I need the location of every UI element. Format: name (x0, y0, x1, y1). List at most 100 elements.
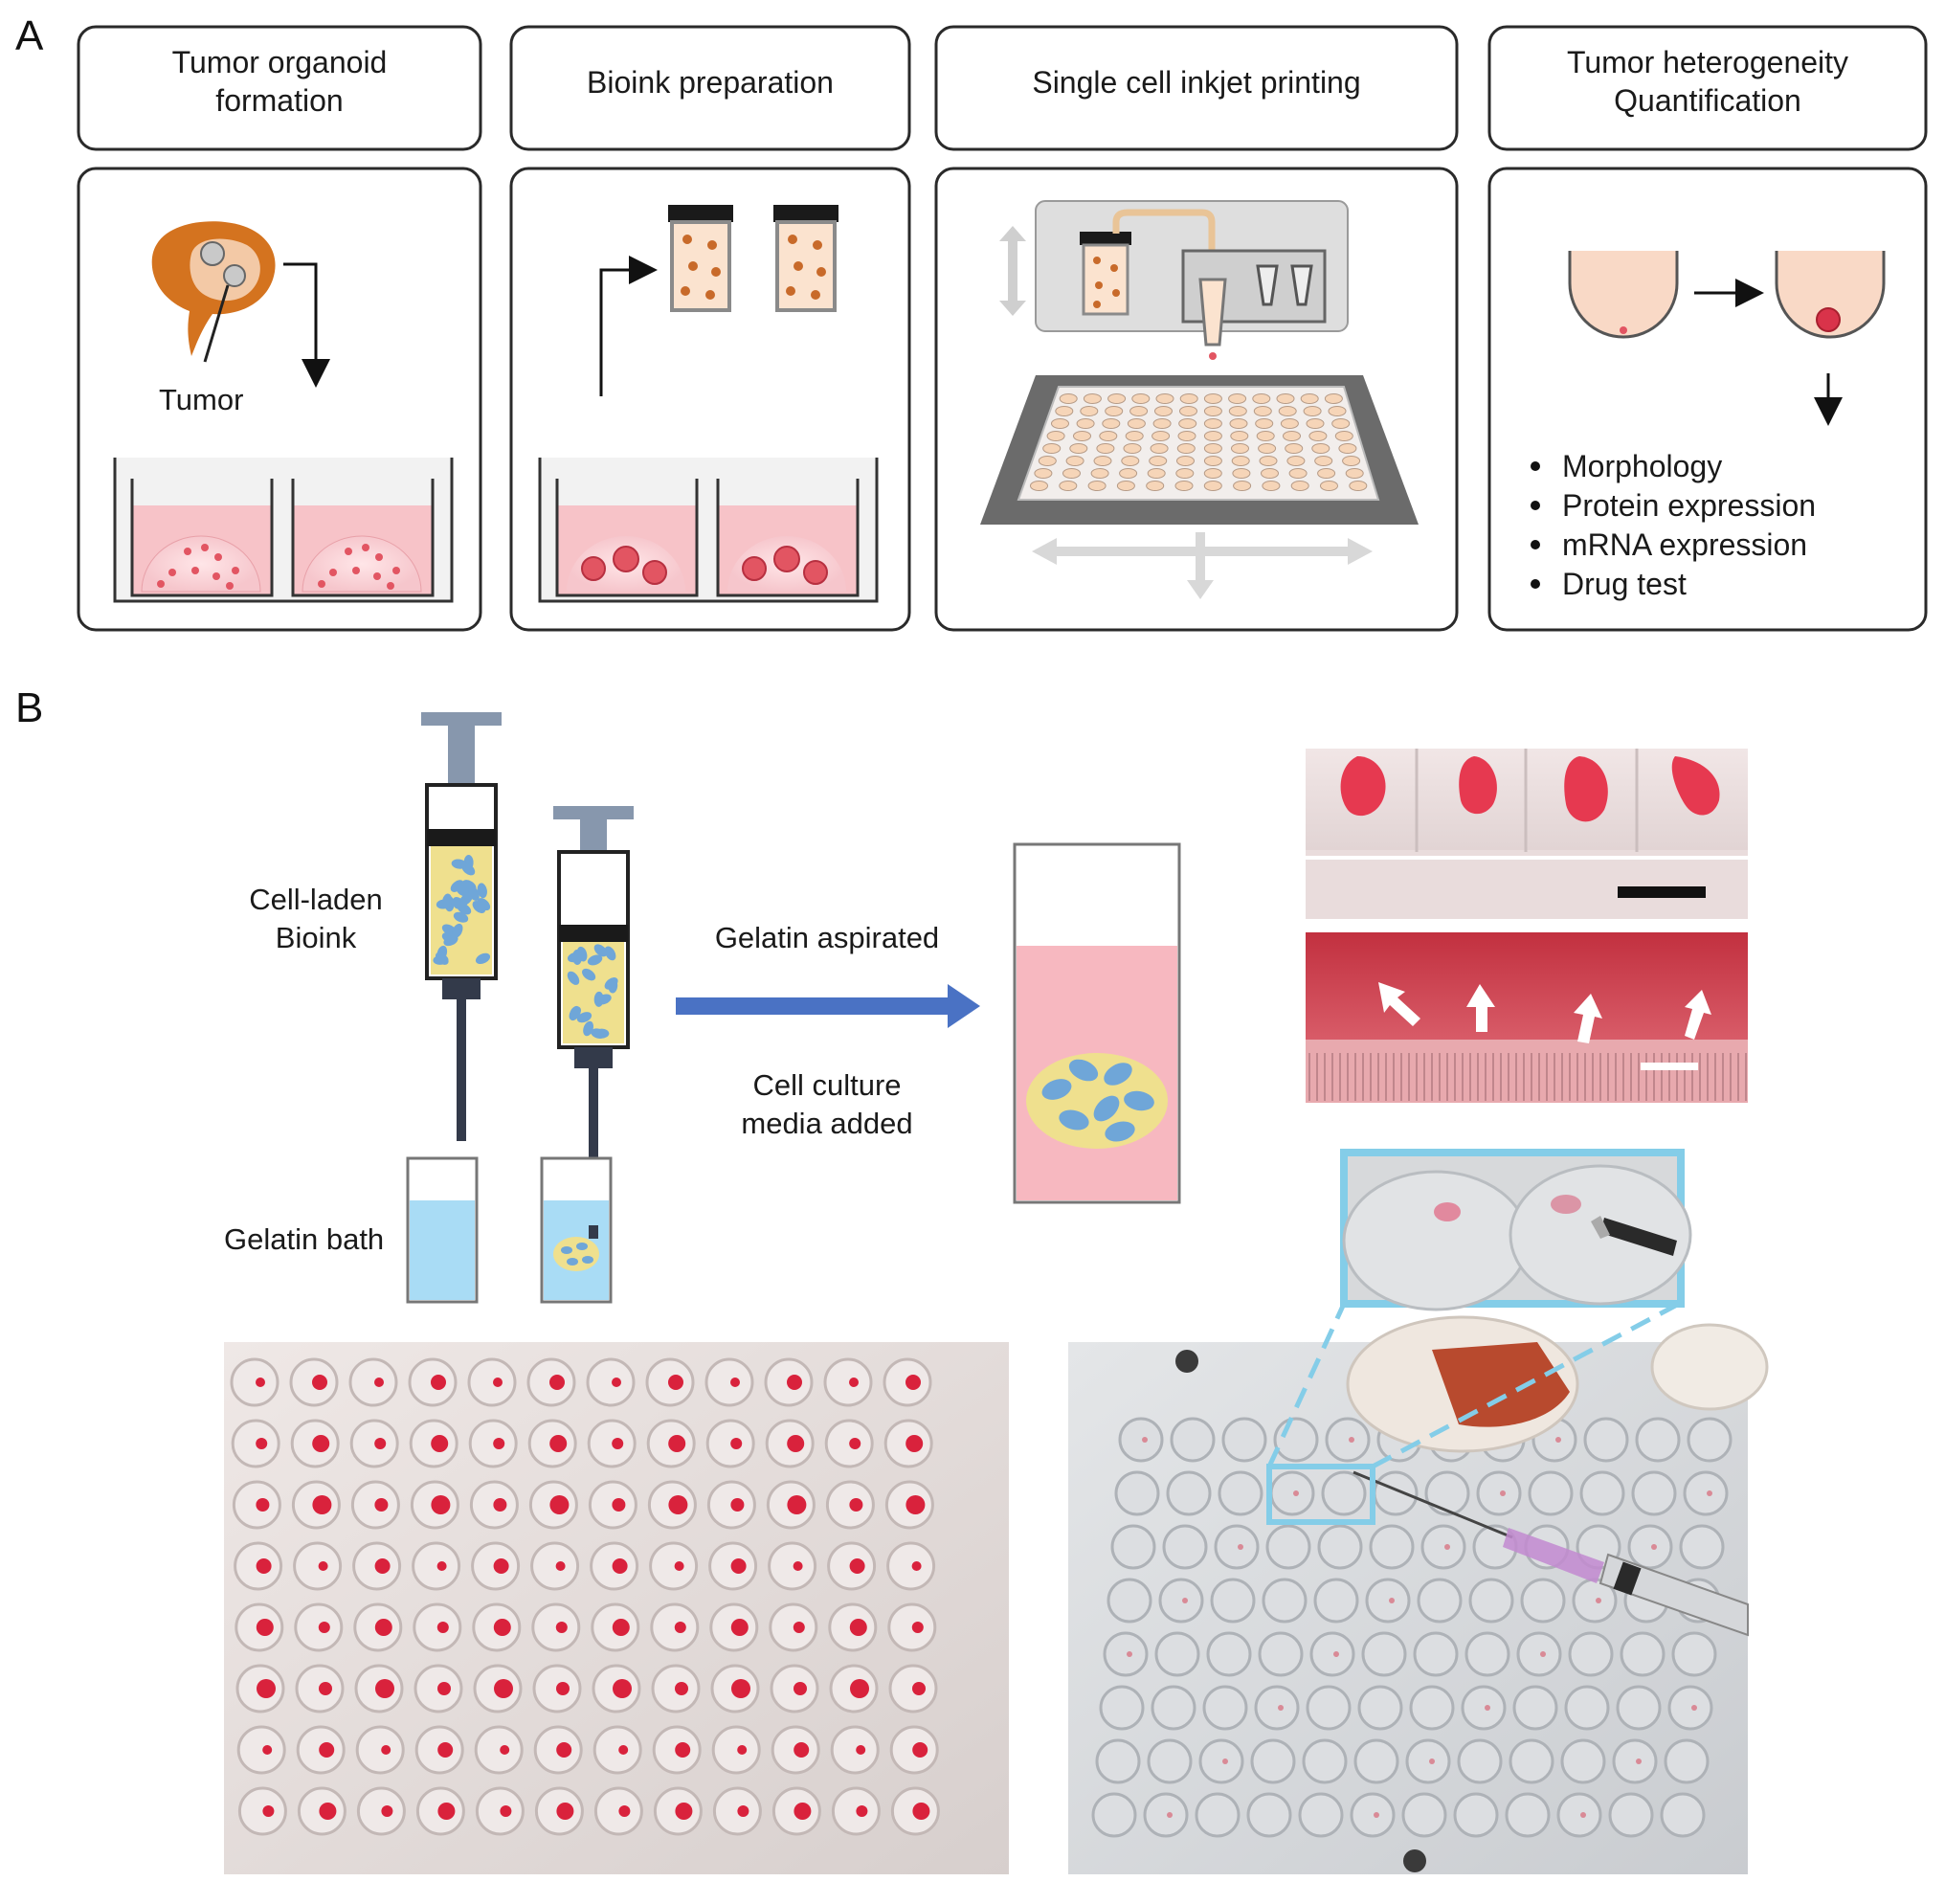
tumor-label: Tumor (159, 383, 243, 416)
plate-well (474, 1725, 524, 1775)
syringe-1-needle (457, 999, 466, 1141)
plate-well (1253, 406, 1272, 416)
faint-construct (1555, 1437, 1561, 1443)
plate-well (1195, 1792, 1241, 1838)
plate-well (1361, 1631, 1407, 1677)
red-construct (319, 1682, 332, 1695)
plate-well (1612, 1738, 1658, 1784)
plate-well (649, 1541, 699, 1591)
red-construct (556, 1742, 572, 1758)
plate-well (1280, 418, 1299, 429)
plate-well (1143, 1792, 1189, 1838)
plate-well (1324, 393, 1343, 404)
process-arrow-shaft (676, 997, 950, 1015)
red-construct (312, 1375, 327, 1390)
plate-well (1091, 1792, 1137, 1838)
plate-well (1357, 1685, 1403, 1731)
plate-well (1252, 393, 1271, 404)
header-box-1 (77, 25, 482, 151)
single-cells-1 (157, 544, 400, 590)
plate-well (1285, 443, 1304, 454)
plate-well (1255, 418, 1274, 429)
bioink-cell (608, 977, 618, 994)
bioink-cell (472, 900, 486, 914)
bioink-cell (451, 859, 467, 869)
plate-well (1262, 1578, 1308, 1624)
bioink-cell (604, 946, 616, 961)
plate-well (1564, 1685, 1610, 1731)
red-construct (549, 1495, 570, 1514)
syringe-2-seal (559, 925, 628, 942)
plate-well (1125, 431, 1144, 441)
plate-well (1203, 393, 1222, 404)
faint-construct (1278, 1705, 1284, 1711)
plate-well (1278, 406, 1297, 416)
zoom-inset-needle (1600, 1218, 1677, 1256)
bioink-cell (593, 1028, 610, 1039)
bullet-mrna: mRNA expression (1562, 527, 1807, 562)
plate-well (1608, 1792, 1654, 1838)
plate-well (1350, 1792, 1396, 1838)
plate-well (1166, 1470, 1212, 1516)
red-construct (674, 1622, 686, 1633)
plate-well (1103, 1631, 1149, 1677)
red-construct (787, 1435, 805, 1452)
plate-well (1258, 1631, 1304, 1677)
plate-well (1149, 456, 1168, 466)
red-construct (262, 1805, 275, 1817)
single-cell (1620, 326, 1627, 334)
red-construct (549, 1435, 568, 1452)
plate-well (1259, 456, 1278, 466)
plate-well (1176, 443, 1196, 454)
bullet-dot-3 (1531, 540, 1540, 549)
plate-well (1250, 1738, 1296, 1784)
photo-1-base (1306, 850, 1748, 919)
plate-well (1129, 406, 1149, 416)
header-box-3 (934, 25, 1459, 151)
gelatin-bath-label: Gelatin bath (224, 1222, 384, 1256)
bioink-cell (453, 911, 469, 923)
plate-well (1203, 443, 1222, 454)
plate-well (1505, 1792, 1551, 1838)
red-construct (256, 1619, 274, 1636)
construct-cells (1041, 1059, 1154, 1142)
plate-well (1170, 1417, 1216, 1463)
header-4-line1: Tumor heterogeneity (1567, 45, 1848, 79)
plate-well (1087, 481, 1107, 491)
plate-well (1179, 393, 1198, 404)
bullet-morphology: Morphology (1562, 449, 1722, 483)
faint-construct (1293, 1490, 1299, 1496)
plate-well (1154, 406, 1173, 416)
photo-4-holder-right (1650, 1323, 1769, 1411)
plate-well (467, 1357, 517, 1407)
red-construct (262, 1745, 273, 1755)
plate-well (1221, 1417, 1267, 1463)
plate-well (1313, 1578, 1359, 1624)
red-construct (493, 1558, 509, 1574)
plate-well (1030, 481, 1048, 491)
plate-well (1096, 443, 1115, 454)
plate-well (1151, 1685, 1196, 1731)
plate-well (1102, 418, 1121, 429)
plate-well (1417, 1578, 1463, 1624)
red-construct (612, 1619, 630, 1636)
vial-1 (670, 220, 731, 312)
red-construct (731, 1679, 750, 1698)
plate-well (1512, 1685, 1558, 1731)
bioink-cell (569, 1005, 581, 1021)
bioink-cell (475, 952, 491, 965)
faint-construct (1691, 1705, 1697, 1711)
plate-well (1254, 1685, 1300, 1731)
plate-well (711, 1725, 761, 1775)
plate-well (1051, 418, 1069, 429)
plate-well (1076, 418, 1095, 429)
plate-well (230, 1357, 279, 1407)
plate-well (1203, 431, 1222, 441)
scale-bar-1 (1618, 886, 1706, 898)
red-construct (911, 1561, 922, 1571)
red-construct (319, 1742, 335, 1758)
grown-organoid (1816, 307, 1841, 332)
red-construct (618, 1745, 629, 1755)
plate-well (1055, 406, 1074, 416)
photo-constructs-in-media (1306, 932, 1748, 1103)
